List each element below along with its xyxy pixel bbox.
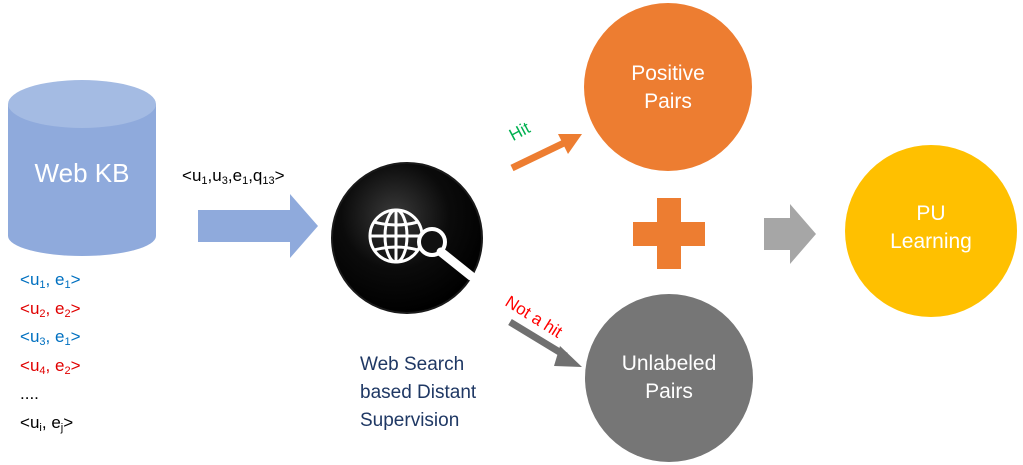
kb-pair: <u1, e1> [20, 270, 81, 291]
query-tuple: <u1,u3,e1,q13> [182, 166, 285, 187]
not-hit-arrow [508, 319, 582, 367]
unlabeled-pairs-circle [585, 294, 753, 462]
caption-line: based Distant [360, 382, 477, 403]
positive-pairs-circle [584, 3, 752, 171]
globe-magnifier-icon [368, 208, 476, 281]
search-caption: Web Search based Distant Supervision [360, 351, 476, 435]
kb-pair: <u3, e1> [20, 327, 81, 348]
caption-line: Web Search [360, 354, 465, 375]
to-pu-arrow [764, 204, 816, 264]
kb-pair: <u4, e2> [20, 355, 81, 377]
kb-ellipsis: .... [20, 384, 39, 403]
plus-icon [633, 198, 705, 269]
pu-learning-label: PU Learning [890, 202, 972, 253]
hit-arrow [510, 134, 582, 172]
kb-pair-list: <u1, e1> <u2, e2> <u3, e1> <u4, e2> ....… [20, 266, 81, 437]
web-kb-cylinder [8, 80, 156, 256]
pu-learning-circle [845, 145, 1017, 317]
kb-to-search-arrow [198, 194, 318, 258]
unlabeled-pairs-label: Unlabeled Pairs [621, 352, 717, 403]
web-kb-label: Web KB [34, 158, 130, 188]
kb-pair-last: <ui, ej> [20, 412, 74, 434]
caption-line: Supervision [360, 410, 460, 431]
kb-pair: <u2, e2> [20, 298, 81, 320]
positive-pairs-label: Positive Pairs [631, 62, 705, 113]
